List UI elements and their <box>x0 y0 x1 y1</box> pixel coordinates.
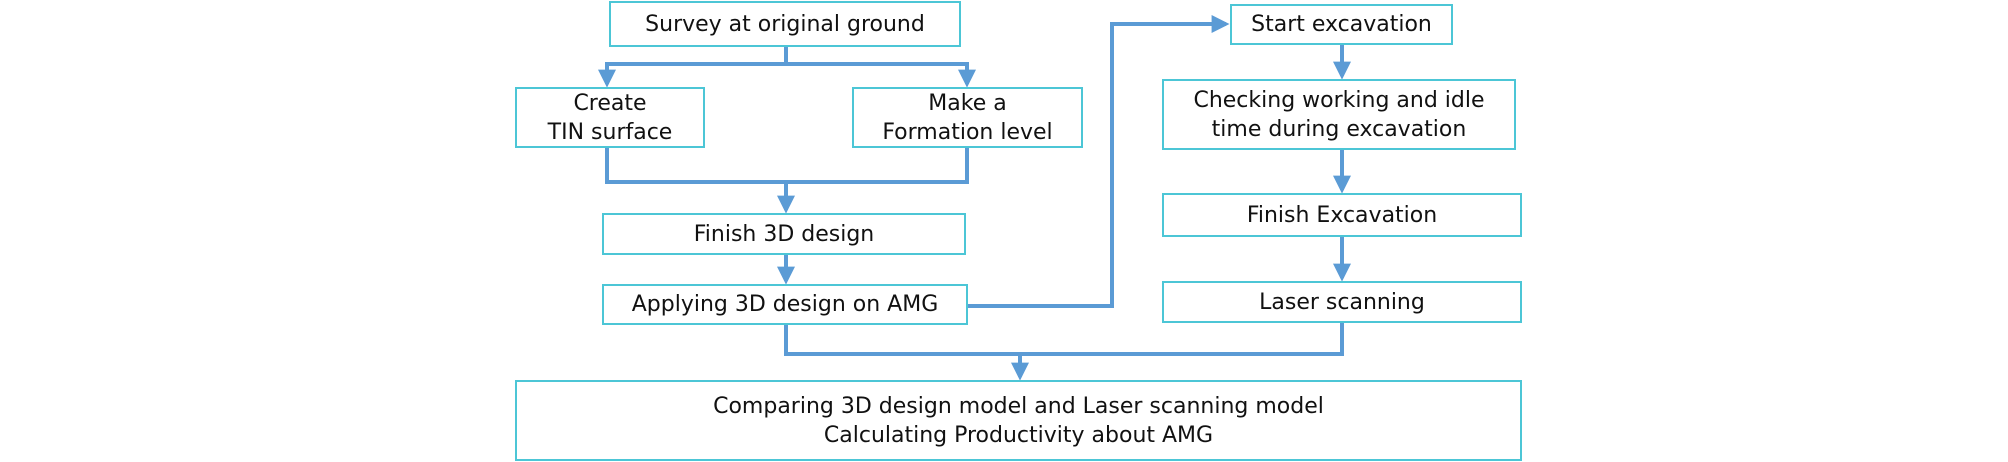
start-excavation-label: Start excavation <box>1251 12 1432 37</box>
finish-excavation-box: Finish Excavation <box>1162 193 1522 237</box>
connector-apply-amg-to-comparing <box>784 325 1029 381</box>
finish-excavation-label: Finish Excavation <box>1246 202 1438 228</box>
laser-scanning-box: Laser scanning <box>1162 281 1522 323</box>
connector-survey-to-formation-level <box>786 62 976 88</box>
calculating-productivity-label-line-2: Calculating Productivity about AMG <box>823 422 1214 448</box>
connector-laser-scanning-to-comparing <box>1020 323 1344 356</box>
apply-3d-design-amg-box: Applying 3D design on AMG <box>602 284 968 325</box>
create-tin-surface-label-line-2: TIN surface <box>547 119 673 145</box>
create-tin-surface-box: Create TIN surface <box>515 87 705 148</box>
make-formation-level-box: Make a Formation level <box>852 87 1083 148</box>
survey-original-ground-label: Survey at original ground <box>645 11 925 37</box>
checking-working-idle-time-label-line-2: time during excavation <box>1211 116 1467 142</box>
apply-3d-design-amg-label: Applying 3D design on AMG <box>631 292 939 317</box>
connector-tin-surface-to-finish-design <box>605 148 795 214</box>
laser-scanning-label: Laser scanning <box>1259 289 1425 315</box>
create-tin-surface-label-line-1: Create <box>573 90 647 116</box>
finish-3d-design-box: Finish 3D design <box>602 213 966 255</box>
connector-survey-to-tin-surface <box>598 47 788 88</box>
start-excavation-box: Start excavation <box>1230 4 1453 45</box>
checking-working-idle-time-box: Checking working and idle time during ex… <box>1162 79 1516 150</box>
comparing-productivity-box: Comparing 3D design model and Laser scan… <box>515 380 1522 461</box>
finish-3d-design-label: Finish 3D design <box>693 221 875 247</box>
survey-original-ground-box: Survey at original ground <box>609 1 961 47</box>
make-formation-level-label-line-1: Make a <box>928 90 1007 116</box>
connector-formation-level-to-finish-design <box>786 148 969 184</box>
make-formation-level-label-line-2: Formation level <box>882 119 1053 145</box>
comparing-models-label-line-1: Comparing 3D design model and Laser scan… <box>713 393 1324 419</box>
connector-apply-amg-to-start-excavation <box>968 15 1230 308</box>
checking-working-idle-time-label-line-1: Checking working and idle <box>1193 87 1485 113</box>
